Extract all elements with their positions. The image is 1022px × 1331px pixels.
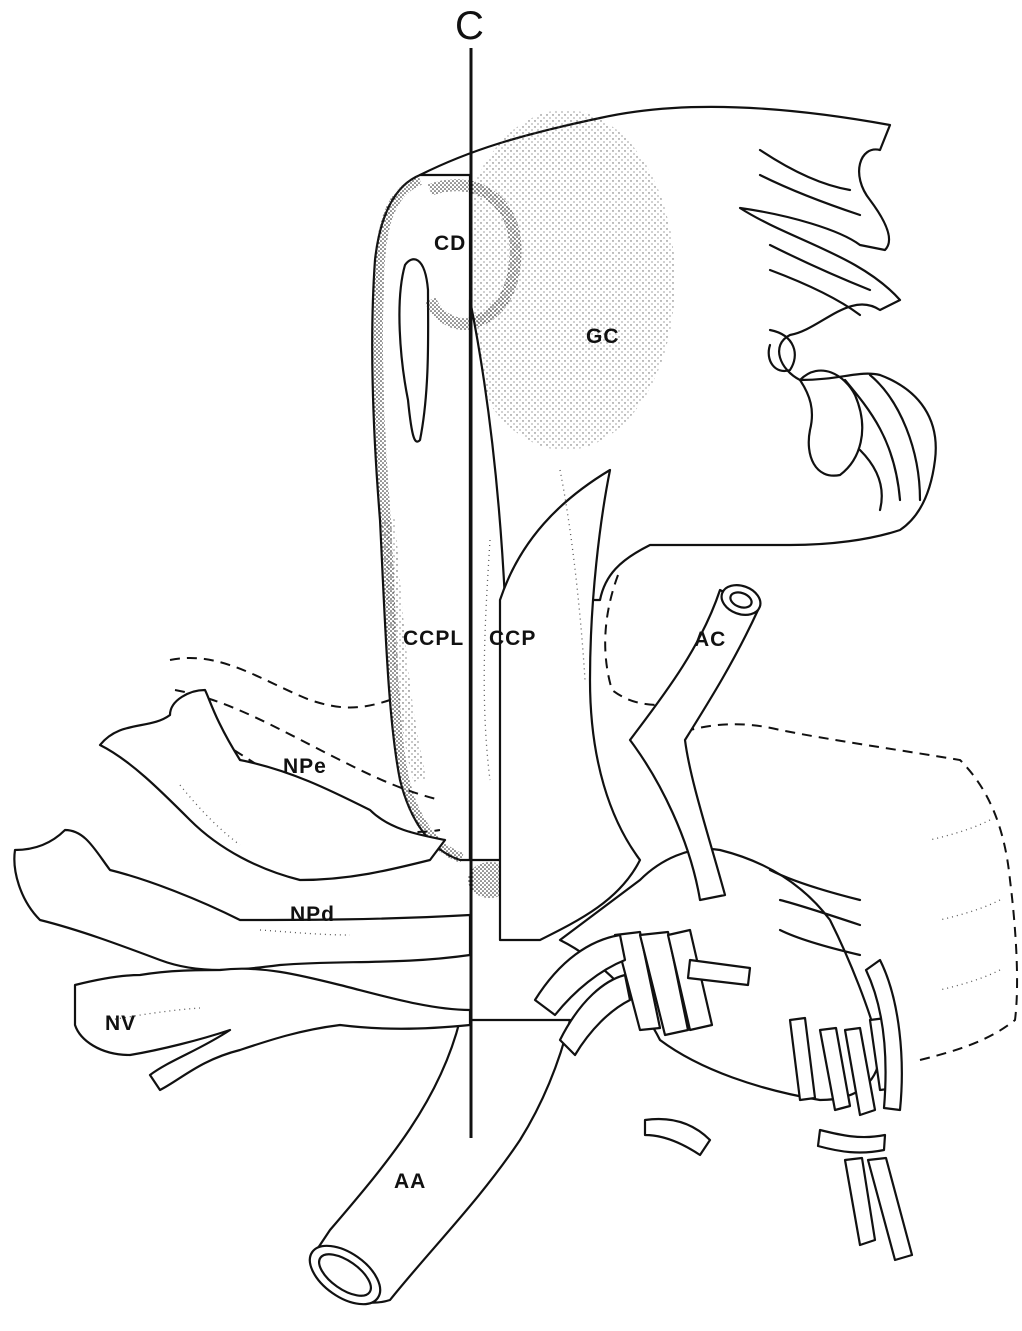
anterior-aorta xyxy=(300,1020,570,1316)
label-ac: AC xyxy=(694,628,726,652)
label-cd: CD xyxy=(434,232,466,256)
label-npd: NPd xyxy=(290,903,335,927)
label-ccp: CCP xyxy=(489,627,536,651)
label-nv: NV xyxy=(105,1012,136,1036)
label-gc: GC xyxy=(586,325,620,349)
section-letter-label: C xyxy=(455,4,484,49)
label-npe: NPe xyxy=(283,755,327,779)
label-aa: AA xyxy=(394,1170,426,1194)
label-ccpl: CCPL xyxy=(403,627,464,651)
